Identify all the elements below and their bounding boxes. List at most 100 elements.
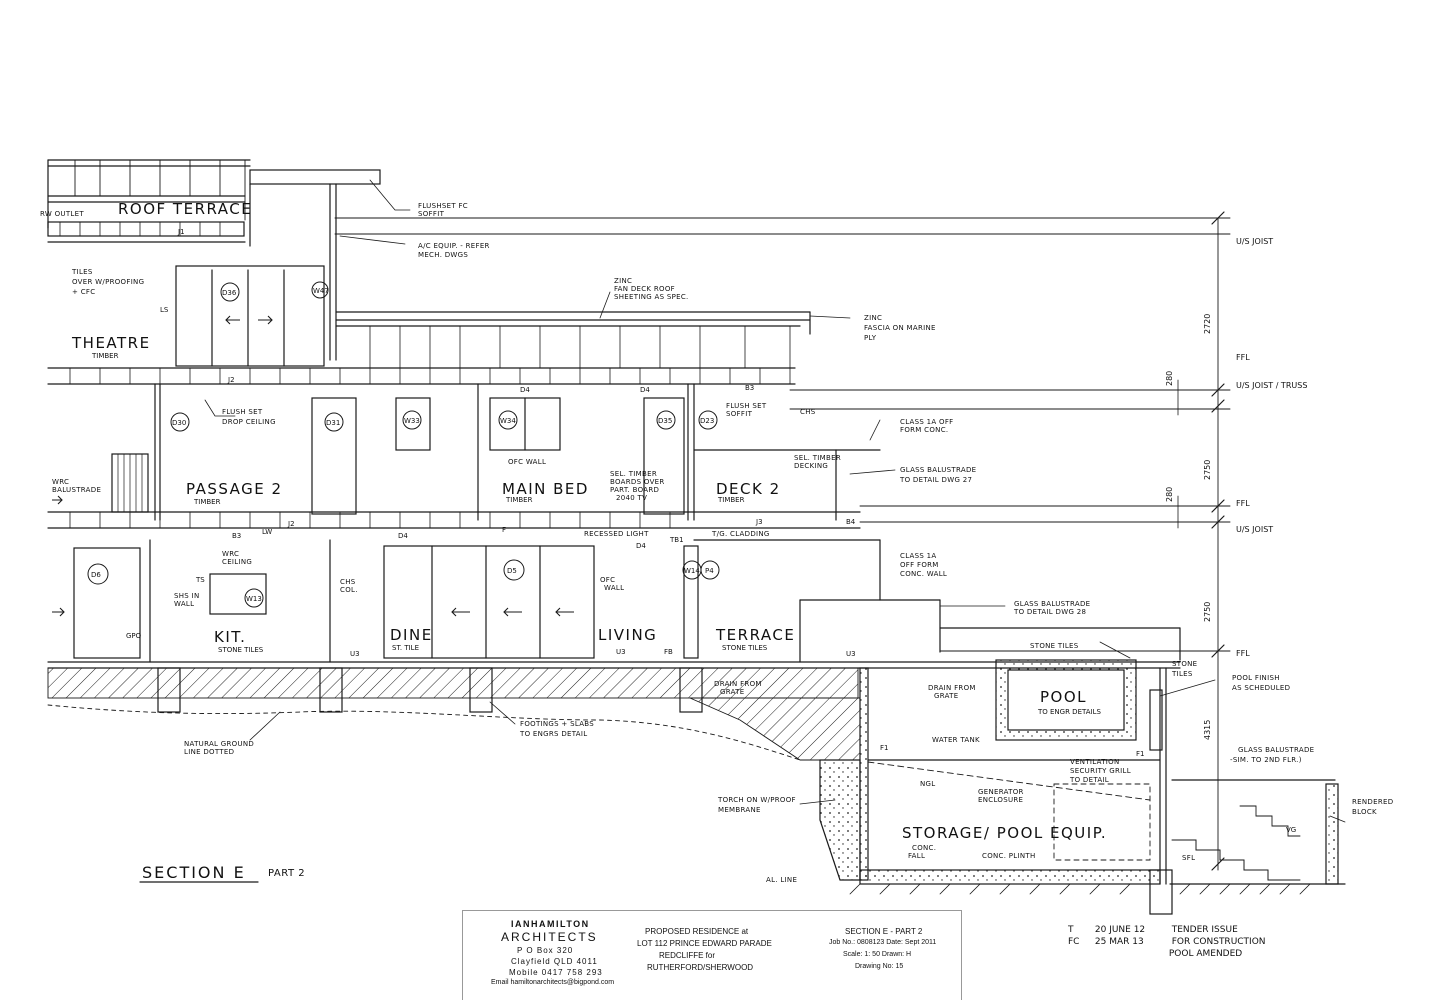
firm-address: Clayfield QLD 4011 bbox=[511, 957, 598, 966]
project-line-1: PROPOSED RESIDENCE at bbox=[645, 927, 749, 936]
tag-tb1: TB1 bbox=[669, 536, 684, 544]
room-deck-floor: TIMBER bbox=[717, 496, 745, 504]
level-ffl-2: FFL bbox=[1236, 499, 1250, 508]
tag-f1b: F1 bbox=[1136, 750, 1144, 758]
room-terrace-floor: STONE TILES bbox=[722, 644, 768, 652]
note-glass-bal-27: GLASS BALUSTRADE bbox=[900, 466, 976, 474]
note-wrc-bal: WRC bbox=[52, 478, 69, 486]
tag-f: F bbox=[502, 526, 506, 534]
note-flush-soffit2: SOFFIT bbox=[726, 410, 753, 418]
note-generator2: ENCLOSURE bbox=[978, 796, 1023, 804]
scale-info: Scale: 1: 50 Drawn: H bbox=[843, 951, 912, 958]
note-footings: FOOTINGS + SLABS bbox=[520, 720, 594, 728]
note-torch-on: TORCH ON W/PROOF bbox=[717, 796, 796, 804]
tag-d5: D5 bbox=[507, 567, 517, 575]
tag-circle-w47 bbox=[311, 281, 329, 299]
room-storage: STORAGE/ POOL EQUIP. bbox=[902, 824, 1107, 842]
tag-circle-d23 bbox=[698, 410, 718, 430]
note-rendered2: BLOCK bbox=[1352, 808, 1377, 816]
note-shs-wall2: WALL bbox=[174, 600, 194, 608]
tag-b4: B4 bbox=[846, 518, 856, 526]
note-ac-equip: A/C EQUIP. - REFER bbox=[418, 242, 490, 250]
tag-d4a: D4 bbox=[520, 386, 530, 394]
room-deck: DECK 2 bbox=[716, 480, 781, 498]
note-glass-bal-28: GLASS BALUSTRADE bbox=[1014, 600, 1090, 608]
level-us-joist-top: U/S JOIST bbox=[1236, 237, 1273, 246]
revision-list: T 20 JUNE 12 TENDER ISSUE FC 25 MAR 13 F… bbox=[1068, 924, 1266, 960]
room-living: LIVING bbox=[598, 626, 657, 644]
job-info: Job No.: 0808123 Date: Sept 2011 bbox=[829, 939, 937, 946]
tag-w47: W47 bbox=[313, 287, 329, 295]
note-rendered: RENDERED bbox=[1352, 798, 1393, 806]
note-zinc-fascia: ZINC bbox=[864, 314, 882, 322]
dim-4315: 4315 bbox=[1203, 720, 1212, 740]
note-generator: GENERATOR bbox=[978, 788, 1024, 796]
tag-d4c: D4 bbox=[398, 532, 408, 540]
note-ventilation3: TO DETAIL bbox=[1069, 776, 1109, 784]
note-glass-bal-sim2: -SIM. TO 2ND FLR.) bbox=[1230, 756, 1302, 764]
tag-d23: D23 bbox=[700, 417, 714, 425]
room-theatre: THEATRE bbox=[71, 334, 151, 352]
note-recessed: RECESSED LIGHT bbox=[584, 530, 649, 538]
note-al-line: AL. LINE bbox=[766, 876, 797, 884]
firm-po-box: P O Box 320 bbox=[517, 946, 574, 955]
section-title: SECTION E bbox=[142, 863, 246, 882]
note-wrc-ceiling2: CEILING bbox=[222, 558, 252, 566]
level-ffl-3: FFL bbox=[1236, 649, 1250, 658]
note-drain-grate-b: DRAIN FROM bbox=[928, 684, 976, 692]
room-passage: PASSAGE 2 bbox=[186, 480, 283, 498]
tag-w34: W34 bbox=[500, 417, 516, 425]
note-chs-col: CHS bbox=[340, 578, 356, 586]
room-dine: DINE bbox=[390, 626, 433, 644]
note-ventilation2: SECURITY GRILL bbox=[1070, 767, 1131, 775]
note-shs-wall: SHS IN bbox=[174, 592, 199, 600]
room-dine-floor: ST. TILE bbox=[392, 644, 419, 652]
note-class-1a: CLASS 1A bbox=[900, 552, 937, 560]
note-sel-timber-boards: SEL. TIMBER bbox=[610, 470, 657, 478]
dim-2720: 2720 bbox=[1203, 314, 1212, 334]
tag-ts: TS bbox=[195, 576, 205, 584]
note-conc-fall2: FALL bbox=[908, 852, 925, 860]
tag-circle-p4 bbox=[700, 560, 720, 580]
dim-2750a: 2750 bbox=[1203, 460, 1212, 480]
tag-d4b: D4 bbox=[640, 386, 650, 394]
note-stone-tiles: STONE TILES bbox=[1030, 642, 1079, 650]
note-flush-drop: FLUSH SET bbox=[222, 408, 263, 416]
tag-circle-w33 bbox=[402, 410, 422, 430]
tag-circle-w13 bbox=[244, 588, 264, 608]
note-class-off2: FORM CONC. bbox=[900, 426, 948, 434]
note-ofc-wall2b: WALL bbox=[604, 584, 624, 592]
tag-u3c: U3 bbox=[846, 650, 856, 658]
note-tiles3: + CFC bbox=[72, 288, 95, 296]
revision-1-date: 20 JUNE 12 bbox=[1094, 925, 1146, 935]
tag-d35: D35 bbox=[658, 417, 672, 425]
tag-f1a: F1 bbox=[880, 744, 888, 752]
note-flushset-fc: FLUSHSET FC bbox=[418, 202, 468, 210]
tag-b3: B3 bbox=[232, 532, 241, 540]
note-drain-grate2: GRATE bbox=[720, 688, 744, 696]
tag-d31: D31 bbox=[326, 419, 340, 427]
note-conc-plinth: CONC. PLINTH bbox=[982, 852, 1036, 860]
note-natural-ground: NATURAL GROUND bbox=[184, 740, 254, 748]
note-zinc-roof: ZINC bbox=[614, 277, 632, 285]
room-main-bed-floor: TIMBER bbox=[505, 496, 533, 504]
note-sel-timber-deck: SEL. TIMBER bbox=[794, 454, 841, 462]
note-class-1a3: CONC. WALL bbox=[900, 570, 947, 578]
sheet-title: SECTION E - PART 2 bbox=[845, 927, 923, 936]
level-us-joist-truss: U/S JOIST / TRUSS bbox=[1236, 381, 1307, 390]
note-sfl: SFL bbox=[1182, 854, 1195, 862]
tag-j3: J3 bbox=[755, 518, 763, 526]
note-stone-tiles-r2: TILES bbox=[1171, 670, 1193, 678]
tag-u3a: U3 bbox=[350, 650, 360, 658]
note-ofc-wall2: OFC bbox=[600, 576, 615, 584]
revision-row-2: FC 25 MAR 13 FOR CONSTRUCTION bbox=[1068, 936, 1266, 948]
dim-2750b: 2750 bbox=[1203, 602, 1212, 622]
note-class-off: CLASS 1A OFF bbox=[900, 418, 953, 426]
tag-w33: W33 bbox=[404, 417, 420, 425]
tag-d30: D30 bbox=[172, 419, 186, 427]
firm-name: IANHAMILTON bbox=[511, 919, 590, 929]
project-line-2: LOT 112 PRINCE EDWARD PARADE bbox=[637, 939, 772, 948]
revision-2-desc: FOR CONSTRUCTION bbox=[1171, 937, 1266, 947]
tag-u3b: U3 bbox=[616, 648, 626, 656]
